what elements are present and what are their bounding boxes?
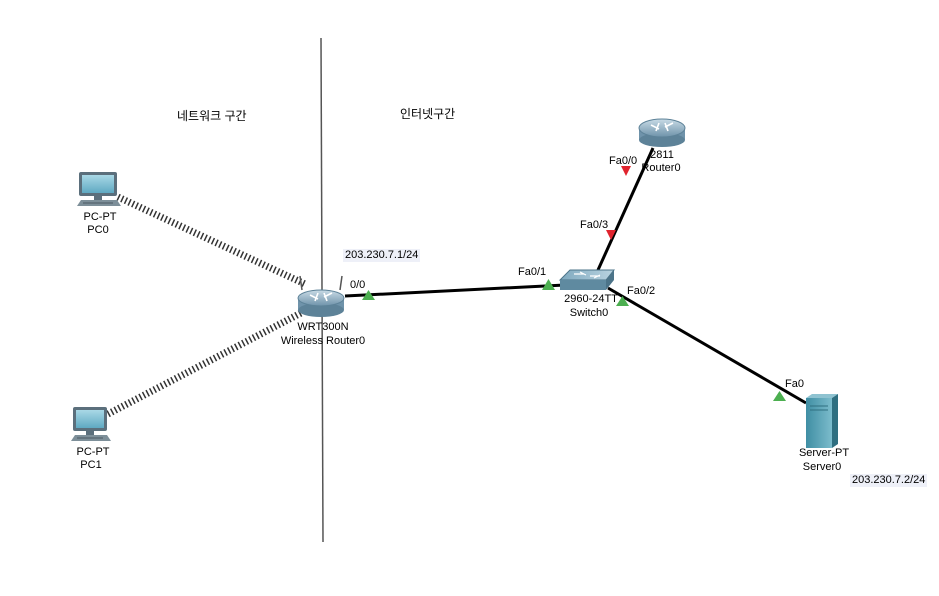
pc1-name-label: PC1 <box>80 459 102 471</box>
router-name-label: Router0 <box>641 162 681 174</box>
port-label: Fa0/3 <box>580 219 609 231</box>
pc1-model-label: PC-PT <box>76 446 110 458</box>
switch-icon[interactable] <box>558 269 616 290</box>
wireless-router-model-label: WRT300N <box>297 321 349 333</box>
wireless-link-pc1 <box>106 309 303 418</box>
wireless-router-icon[interactable] <box>297 275 345 317</box>
port-label: Fa0/2 <box>627 285 656 297</box>
link-up-indicator <box>362 290 375 300</box>
wireless-link-pc0 <box>116 193 307 288</box>
pc0-name-label: PC0 <box>87 224 109 236</box>
server-name-label: Server0 <box>802 461 842 473</box>
port-label: Fa0 <box>785 378 804 390</box>
server-model-label: Server-PT <box>798 447 850 459</box>
link-up-indicator <box>616 296 629 306</box>
port-label: Fa0/1 <box>518 266 547 278</box>
router-model-label: 2811 <box>650 149 674 161</box>
switch-model-label: 2960-24TT <box>564 293 618 305</box>
link-wr-switch <box>344 283 566 298</box>
switch-name-label: Switch0 <box>569 307 609 319</box>
router-icon[interactable] <box>638 118 686 147</box>
server-icon[interactable] <box>806 394 838 448</box>
link-down-indicator <box>621 166 631 176</box>
pc0-model-label: PC-PT <box>83 211 117 223</box>
link-switch-server <box>607 286 807 405</box>
server-address-note: 203.230.7.2/24 <box>850 474 928 487</box>
link-up-indicator <box>773 391 786 401</box>
zone-label-internet: 인터넷구간 <box>400 107 456 121</box>
link-switch-router <box>596 147 655 271</box>
wireless-router-name-label: Wireless Router0 <box>280 335 366 347</box>
port-label: 0/0 <box>350 279 366 291</box>
desktop-pc-icon[interactable] <box>77 172 121 206</box>
desktop-pc-icon[interactable] <box>71 407 111 441</box>
port-label: Fa0/0 <box>609 155 638 167</box>
link-up-indicator <box>542 279 555 290</box>
router-wan-address-note: 203.230.7.1/24 <box>343 249 421 262</box>
zone-label-network: 네트워크 구간 <box>177 109 247 123</box>
link-down-indicator <box>606 230 616 240</box>
